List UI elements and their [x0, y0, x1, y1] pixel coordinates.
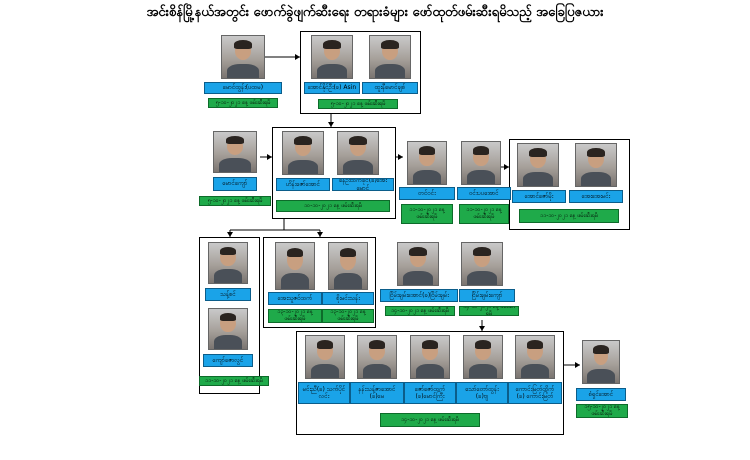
suspect-photo — [213, 131, 257, 173]
suspect-name-label: မောင်ထွန်း(ပထမ) — [204, 82, 282, 94]
suspect-photo — [208, 242, 248, 284]
suspect-name-label: ဝင်းပပအောင် — [457, 187, 511, 200]
suspect-name-label: ထူးနီမောင်ချစ် — [362, 82, 418, 94]
suspect-name-label: မောင်ကျော် — [213, 177, 257, 191]
suspect-photo — [461, 242, 503, 286]
group-frame-6 — [296, 331, 564, 435]
suspect-name-label: စိုးမင်းသန်း — [322, 292, 374, 305]
arrest-date-badge: ၅-၁၀-၂၀၂၁ နေ့ ဖမ်းဆီးရမိ — [199, 196, 271, 206]
suspect-photo — [369, 35, 411, 79]
suspect-photo — [282, 131, 324, 175]
suspect-name-label: နေဦးထက်ခိုင်(ခ)အေးမောင် — [332, 178, 394, 191]
arrest-date-badge: ၁၄-၁၀-၂၀၂၁ နေ့ ဖမ်းဆီးရမိ — [380, 413, 480, 427]
suspect-photo — [305, 335, 345, 379]
arrest-date-badge: ၁၀-၁၀-၂၀၂၁ နေ့ ဖမ်းဆီးရမိ — [276, 200, 390, 212]
suspect-photo — [311, 35, 353, 79]
arrest-date-badge: ၁၃-၁၀-၂၀၂၁ နေ့ ဖမ်းဆီးရမိ — [322, 309, 374, 323]
suspect-photo — [515, 335, 555, 379]
suspect-photo — [328, 242, 368, 290]
suspect-photo — [463, 335, 503, 379]
arrest-date-badge: ၁၁-၁၀-၂၀၂၁ နေ့ ဖမ်းဆီးရမိ — [519, 209, 619, 223]
group-frame-1 — [300, 31, 421, 114]
suspect-photo — [517, 143, 559, 187]
arrest-date-badge: ၁၁-၁၀-၂၀၂၁ နေ့ ဖမ်းဆီးရမိ — [459, 204, 509, 224]
suspect-photo — [337, 131, 379, 175]
arrest-date-badge: ၅-၁၀-၂၀၂၁ နေ့ ဖမ်းဆီးရမိ — [318, 99, 398, 109]
suspect-photo — [397, 242, 439, 286]
arrest-date-badge: ၁၄-၁၀-၂၀၂၁ နေ့ ဖမ်းဆီးရမိ — [459, 306, 519, 316]
suspect-name-label: အေးသူဇင်ထက် — [268, 292, 322, 305]
suspect-name-label: ငြိမ်းချမ်းကျော် — [459, 289, 515, 302]
suspect-photo — [275, 242, 315, 290]
group-frame-4 — [199, 237, 260, 394]
suspect-photo — [221, 35, 265, 79]
suspect-name-label: သော်တော်ထွန်း (ခ)ဗျ — [456, 382, 508, 404]
suspect-name-label: စံရှင်အောင် — [576, 388, 626, 401]
suspect-photo — [357, 335, 397, 379]
chart-title: အင်းစိန်မြို့နယ်အတွင်း ဖောက်ခွဲဖျက်ဆီးရေ… — [146, 5, 604, 20]
group-frame-3 — [509, 139, 630, 230]
group-frame-2 — [272, 127, 396, 219]
group-frame-5 — [263, 237, 376, 328]
suspect-photo — [208, 308, 248, 350]
arrest-date-badge: ၁၅-၁၀-၂၀၂၁ နေ့ ဖမ်းဆီးရမိ — [576, 404, 628, 418]
suspect-name-label: နန်းသန့်ဇာအောင် (ခ)မေ — [350, 382, 404, 404]
arrest-date-badge: ၁၁-၁၀-၂၀၂၁ နေ့ ဖမ်းဆီးရမိ — [401, 204, 453, 224]
suspect-name-label: မင်းညီ(ခ) သက်ပိုင်လင်း — [298, 382, 350, 404]
suspect-name-label: ငြိမ်းချမ်းအောင်(ခ)ငြိမ်းချမ်း — [380, 289, 458, 302]
suspect-name-label: တင်ဝင်း — [399, 187, 455, 200]
arrest-date-badge: ၁၁-၁၀-၂၀၂၁ နေ့ ဖမ်းဆီးရမိ — [199, 376, 269, 386]
suspect-name-label: အောင်နိုင်ဦး(ခ) Asin — [304, 82, 360, 94]
arrest-date-badge: ၁၃-၁၀-၂၀၂၁ နေ့ ဖမ်းဆီးရမိ — [268, 309, 322, 323]
suspect-name-label: အောင်ဇော်မိုး — [512, 190, 566, 203]
suspect-photo — [575, 143, 617, 187]
suspect-name-label: ဇော်ဇော်ထက် (ခ)မောင်ကြီး — [404, 382, 456, 404]
suspect-photo — [410, 335, 450, 379]
suspect-photo — [582, 340, 620, 384]
arrest-date-badge: ၅-၁၀-၂၀၂၁ နေ့ ဖမ်းဆီးရမိ — [208, 98, 278, 108]
suspect-name-label: ကျော်ဇောလွင် — [203, 354, 253, 367]
suspect-photo — [407, 141, 447, 185]
suspect-name-label: ဟိန်းဇော်အောင် — [276, 178, 330, 191]
suspect-name-label: အေးအေးမင်း — [569, 190, 623, 203]
suspect-name-label: သန့်စင် — [205, 288, 251, 301]
arrest-date-badge: ၁၄-၁၀-၂၀၂၁ နေ့ ဖမ်းဆီးရမိ — [385, 306, 455, 316]
suspect-photo — [461, 141, 501, 185]
suspect-name-label: ကောင်းမြတ်ထိုက် (ခ) ကောင်းမြတ် — [508, 382, 562, 404]
